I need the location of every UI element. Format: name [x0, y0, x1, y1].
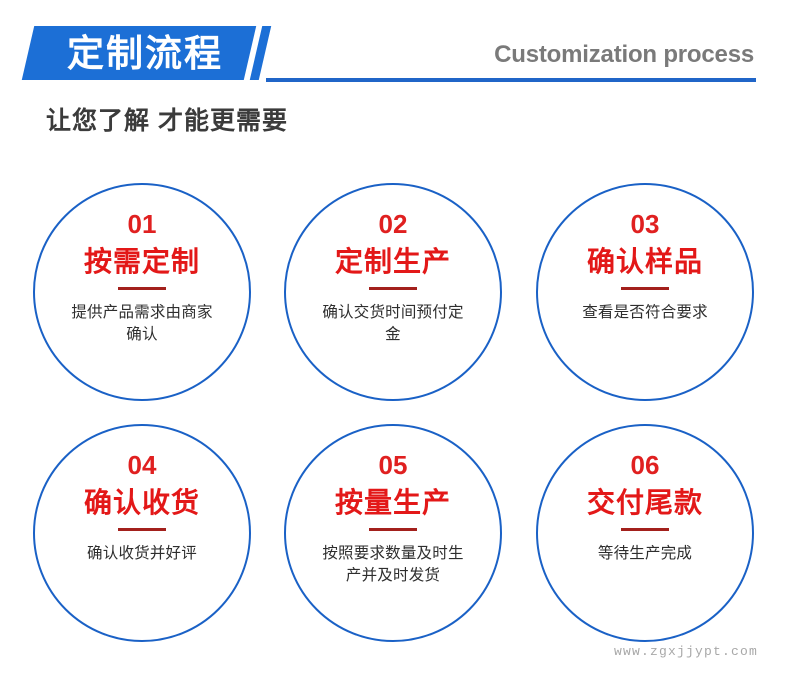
header-section: 定制流程 Customization process: [0, 0, 790, 95]
step-title: 定制生产: [334, 246, 451, 277]
site-watermark: www.zgxjjypt.com: [613, 644, 758, 659]
step-divider: [369, 287, 417, 291]
step-divider: [621, 528, 669, 532]
step-circle-03: 03 确认样品 查看是否符合要求: [536, 183, 754, 401]
step-title: 确认收货: [83, 487, 200, 518]
step-description: 确认收货并好评: [87, 545, 197, 563]
step-circle-04: 04 确认收货 确认收货并好评: [33, 424, 251, 642]
step-circle-06: 06 交付尾款 等待生产完成: [536, 424, 754, 642]
step-title: 按需定制: [83, 246, 200, 277]
step-number: 05: [378, 450, 408, 480]
step-circle-02: 02 定制生产 确认交货时间预付定金: [284, 183, 502, 401]
step-description: 确认交货时间预付定金: [322, 304, 464, 344]
step-title: 按量生产: [334, 487, 451, 518]
step-description: 等待生产完成: [597, 545, 693, 563]
step-title: 确认样品: [586, 246, 703, 277]
page-subtitle: 让您了解 才能更需要: [46, 107, 288, 135]
step-circle-05: 05 按量生产 按照要求数量及时生产并及时发货: [284, 424, 502, 642]
page-title-en: Customization process: [494, 41, 754, 68]
step-circle-01: 01 按需定制 提供产品需求由商家确认: [33, 183, 251, 401]
header-underline: [266, 78, 756, 82]
step-number: 04: [127, 450, 157, 480]
step-description: 查看是否符合要求: [582, 304, 708, 322]
step-number: 03: [630, 209, 660, 239]
page-title-cn: 定制流程: [67, 32, 223, 74]
step-number: 02: [378, 209, 408, 239]
step-description: 提供产品需求由商家确认: [71, 304, 213, 344]
step-number: 06: [630, 450, 660, 480]
step-title: 交付尾款: [586, 487, 703, 518]
step-description: 按照要求数量及时生产并及时发货: [322, 545, 464, 585]
step-divider: [369, 528, 417, 532]
step-divider: [118, 528, 166, 532]
step-number: 01: [127, 209, 157, 239]
step-divider: [118, 287, 166, 291]
step-divider: [621, 287, 669, 291]
